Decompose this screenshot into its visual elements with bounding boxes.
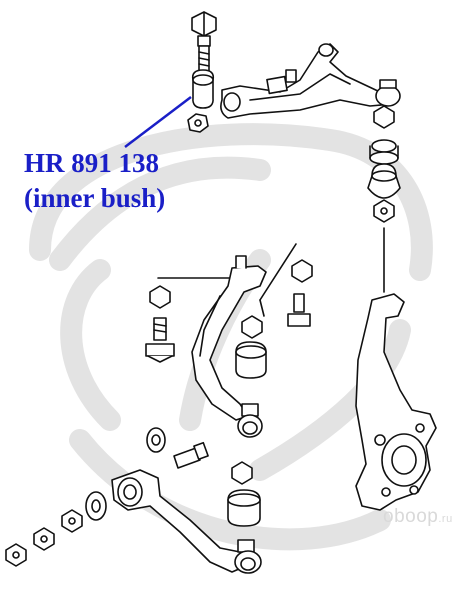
parts-drawing [5, 11, 437, 574]
watermark-brand: oboop [383, 506, 439, 527]
lower-nut-2 [33, 527, 55, 551]
steering-knuckle [355, 293, 437, 511]
lower-ball-joint-middle [237, 403, 263, 438]
small-nut-left [187, 113, 209, 133]
lower-nut-center [231, 461, 253, 485]
part-number-label: HR 891 138 [24, 148, 159, 178]
upper-ball-joint [375, 79, 401, 107]
middle-nut-left [149, 285, 171, 309]
middle-bolt-left [145, 317, 175, 363]
watermark-logo [29, 123, 433, 551]
lower-bolt [173, 441, 209, 469]
inner-bush [191, 69, 215, 109]
middle-bolt-right [287, 293, 311, 327]
upper-control-arm [220, 43, 393, 119]
part-description-label: (inner bush) [24, 183, 166, 213]
upper-bolt-nut [191, 11, 217, 47]
middle-nut-center [241, 315, 263, 339]
upper-arm-bolt [266, 69, 297, 95]
lower-nut-3 [5, 543, 27, 567]
cotter-nut-right [373, 105, 395, 129]
nut-right [373, 199, 395, 223]
lower-bush [227, 489, 261, 527]
lower-control-arm [111, 469, 247, 573]
middle-nut-right [291, 259, 313, 283]
compression-arm [191, 255, 267, 421]
callout-leader-line [124, 96, 192, 148]
dust-boot [367, 163, 401, 199]
lower-ball-joint [234, 539, 262, 574]
lower-nut-1 [61, 509, 83, 533]
middle-bush [235, 341, 267, 379]
watermark-domain: .ru [438, 513, 453, 525]
lower-washer-mid [146, 427, 166, 453]
lower-washer-large [85, 491, 107, 521]
watermark-text: oboop.ru [383, 506, 453, 528]
